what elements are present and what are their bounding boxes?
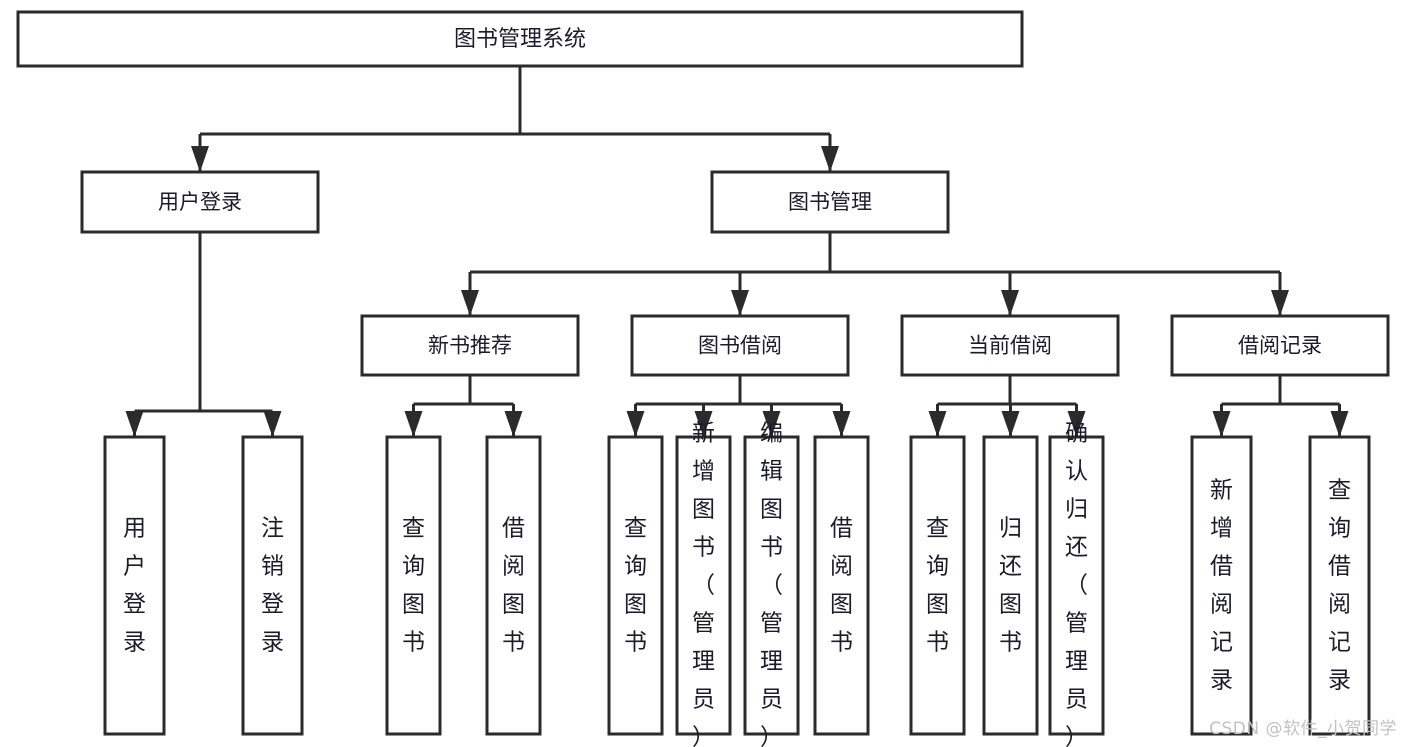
- leaf-label: 用户登录: [123, 516, 146, 656]
- leaf-node-确认归还管理员[interactable]: 确认归还（管理员）: [1048, 421, 1105, 747]
- node-layer: 图书管理系统用户登录图书管理新书推荐图书借阅当前借阅借阅记录用户登录注销登录查询…: [16, 10, 1390, 747]
- leaf-node-编辑图书管理员[interactable]: 编辑图书（管理员）: [743, 421, 800, 747]
- leaf-node-借阅图书[interactable]: 借阅图书: [813, 435, 870, 736]
- leaf-label: 查询图书: [926, 516, 949, 656]
- node-label: 用户登录: [158, 190, 242, 214]
- leaf-node-查询借阅记录[interactable]: 查询借阅记录: [1308, 435, 1371, 736]
- leaf-node-查询图书[interactable]: 查询图书: [607, 435, 664, 736]
- level2-node-图书管理[interactable]: 图书管理: [710, 170, 950, 234]
- leaf-label: 编辑图书（管理员）: [760, 421, 783, 747]
- leaf-label: 新增借阅记录: [1210, 478, 1233, 694]
- node-label: 图书管理: [788, 190, 872, 214]
- node-label: 图书管理系统: [454, 27, 586, 52]
- level3-node-新书推荐[interactable]: 新书推荐: [360, 314, 580, 377]
- leaf-node-查询图书[interactable]: 查询图书: [909, 435, 966, 736]
- leaf-label: 查询图书: [624, 516, 647, 656]
- node-label: 图书借阅: [698, 334, 782, 358]
- root-node-图书管理系统[interactable]: 图书管理系统: [16, 10, 1024, 68]
- level3-node-借阅记录[interactable]: 借阅记录: [1170, 314, 1390, 377]
- leaf-label: 查询借阅记录: [1328, 478, 1351, 694]
- leaf-node-用户登录[interactable]: 用户登录: [103, 435, 166, 736]
- leaf-node-新增图书管理员[interactable]: 新增图书（管理员）: [675, 421, 732, 747]
- leaf-label: 确认归还（管理员）: [1065, 421, 1088, 747]
- leaf-label: 注销登录: [261, 516, 284, 656]
- leaf-node-归还图书[interactable]: 归还图书: [982, 435, 1039, 736]
- leaf-node-新增借阅记录[interactable]: 新增借阅记录: [1190, 435, 1253, 736]
- leaf-node-借阅图书[interactable]: 借阅图书: [485, 435, 542, 736]
- connector-layer: [125, 66, 1349, 437]
- node-label: 借阅记录: [1238, 334, 1322, 358]
- leaf-node-查询图书[interactable]: 查询图书: [385, 435, 442, 736]
- node-label: 新书推荐: [428, 334, 512, 358]
- leaf-label: 新增图书（管理员）: [692, 421, 715, 747]
- leaf-label: 借阅图书: [830, 516, 853, 656]
- leaf-label: 查询图书: [402, 516, 425, 656]
- leaf-label: 归还图书: [999, 516, 1022, 656]
- leaf-label: 借阅图书: [502, 516, 525, 656]
- level3-node-图书借阅[interactable]: 图书借阅: [630, 314, 850, 377]
- leaf-node-注销登录[interactable]: 注销登录: [241, 435, 304, 736]
- node-label: 当前借阅: [968, 334, 1052, 358]
- level3-node-当前借阅[interactable]: 当前借阅: [900, 314, 1120, 377]
- level2-node-用户登录[interactable]: 用户登录: [80, 170, 320, 234]
